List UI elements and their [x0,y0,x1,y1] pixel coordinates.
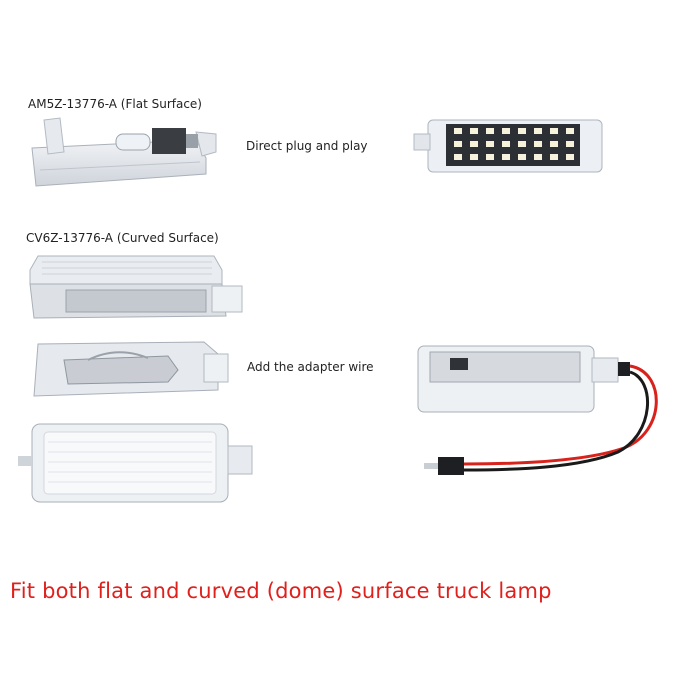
lamp-with-adapter-wire-image [404,336,674,496]
plug-play-label: Direct plug and play [246,139,368,153]
flat-part-label: AM5Z-13776-A (Flat Surface) [28,97,202,111]
curved-led-lamp-image [14,418,254,508]
bottom-caption: Fit both flat and curved (dome) surface … [10,579,552,603]
flat-lamp-original-image [20,112,225,192]
curved-lamp-top-image [16,246,248,332]
curved-part-label: CV6Z-13776-A (Curved Surface) [26,231,219,245]
adapter-label: Add the adapter wire [247,360,374,374]
curved-lamp-bulb-image [18,330,238,410]
flat-led-lamp-image [410,110,620,180]
